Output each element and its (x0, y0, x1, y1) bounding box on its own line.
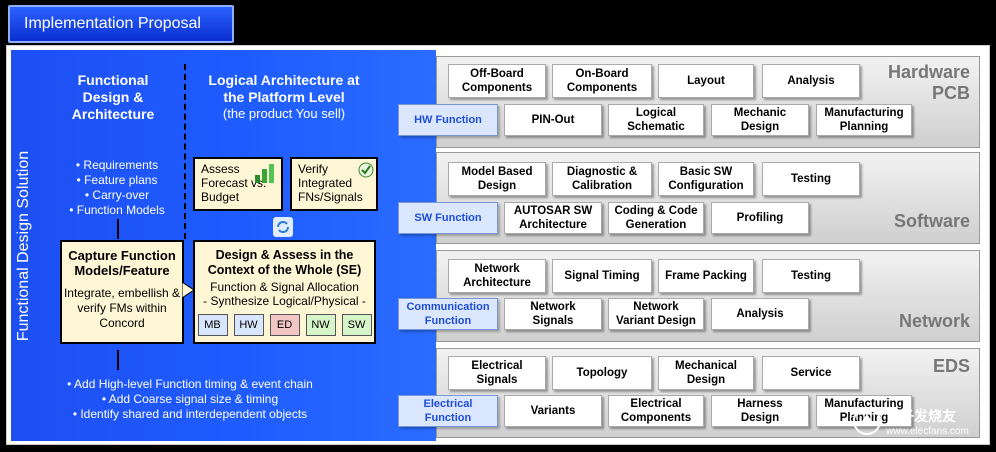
cell-manufacturing-planning: Manufacturing Planning (816, 104, 912, 136)
cell-manufacturing-planning: Manufacturing Planning (816, 395, 912, 427)
cell-basic-sw-configuration: Basic SW Configuration (658, 162, 754, 196)
assess-text: Assess Forecast vs. Budget (201, 162, 267, 204)
bottom-bullets: • Add High-level Function timing & event… (40, 377, 340, 422)
cell-analysis: Analysis (711, 298, 809, 330)
cell-on-board-components: On-Board Components (552, 64, 652, 98)
design-title: Design & Assess in the Context of the Wh… (207, 248, 362, 277)
cell-network-architecture: Network Architecture (448, 259, 546, 293)
bottom-bullet: • Identify shared and interdependent obj… (72, 407, 308, 421)
watermark-brand: 电子发烧友 (886, 408, 956, 424)
cell-diagnostic-calibration: Diagnostic & Calibration (552, 162, 652, 196)
arrow-down (117, 219, 119, 239)
checkmark-icon (358, 162, 374, 178)
cell-mechanic-design: Mechanic Design (711, 104, 809, 136)
capture-title: Capture Function Models/Feature (68, 248, 176, 278)
cell-electrical-components: Electrical Components (608, 395, 704, 427)
watermark-logo-icon (853, 407, 881, 435)
chip-sw: SW (341, 314, 372, 336)
vertical-label: Functional Design Solution (11, 50, 37, 441)
chip-mb: MB (197, 314, 228, 336)
chip-nw: NW (305, 314, 336, 336)
func-electrical-function: Electrical Function (398, 395, 498, 427)
watermark: 电子发烧友 www.elecfans.com (852, 404, 992, 444)
capture-body: Integrate, embellish & verify FMs within… (63, 286, 181, 330)
cell-testing: Testing (762, 259, 860, 293)
band-label-hardware: Hardware PCB (887, 62, 970, 103)
chip-hw: HW (233, 314, 264, 336)
bullet-item: • Feature plans (76, 173, 158, 187)
cell-layout: Layout (658, 64, 754, 98)
cell-network-variant-design: Network Variant Design (608, 298, 704, 330)
bullet-item: • Carry-over (84, 188, 150, 202)
cell-network-signals: Network Signals (504, 298, 602, 330)
assess-box: Assess Forecast vs. Budget (193, 157, 283, 211)
bullet-item: • Requirements (75, 158, 159, 172)
bottom-bullet: • Add High-level Function timing & event… (67, 377, 313, 391)
cell-frame-packing: Frame Packing (658, 259, 754, 293)
bullet-item: • Function Models (69, 203, 165, 217)
cell-analysis: Analysis (762, 64, 860, 98)
cell-model-based-design: Model Based Design (448, 162, 546, 196)
cell-topology: Topology (552, 356, 652, 390)
verify-box: Verify Integrated FNs/Signals (290, 157, 378, 211)
watermark-url: www.elecfans.com (886, 426, 969, 437)
cell-harness-design: Harness Design (711, 395, 809, 427)
func-sw-function: SW Function (398, 202, 498, 234)
cell-electrical-signals: Electrical Signals (448, 356, 546, 390)
cell-pin-out: PIN-Out (504, 104, 602, 136)
vertical-label-text: Functional Design Solution (15, 150, 32, 341)
design-body-1: Function & Signal Allocation (210, 280, 359, 294)
cell-coding-code-generation: Coding & Code Generation (608, 202, 704, 234)
design-body-2: - Synthesize Logical/Physical - (203, 294, 366, 308)
col1-heading: Functional Design & Architecture (71, 72, 155, 122)
func-communication-function: Communication Function (398, 298, 498, 330)
capture-box: Capture Function Models/Feature Integrat… (60, 240, 184, 344)
bottom-bullet: • Add Coarse signal size & timing (101, 392, 279, 406)
arrow-up (117, 350, 119, 370)
chip-row: MB HW ED NW SW (195, 314, 374, 336)
cell-mechanical-design: Mechanical Design (658, 356, 754, 390)
chart-icon (255, 164, 274, 183)
bullet-list: • Requirements • Feature plans • Carry-o… (52, 158, 182, 218)
cell-profiling: Profiling (711, 202, 809, 234)
cell-signal-timing: Signal Timing (552, 259, 652, 293)
page-title: Implementation Proposal (8, 5, 234, 43)
arrow-right-icon (182, 282, 195, 298)
cell-off-board-components: Off-Board Components (448, 64, 546, 98)
design-assess-box: Design & Assess in the Context of the Wh… (193, 240, 376, 344)
cell-testing: Testing (762, 162, 860, 196)
cell-service: Service (762, 356, 860, 390)
band-label-eds: EDS (932, 356, 970, 376)
band-label-network: Network (898, 311, 970, 331)
cell-autosar-sw-architecture: AUTOSAR SW Architecture (504, 202, 602, 234)
func-hw-function: HW Function (398, 104, 498, 136)
divider-dashed (184, 64, 186, 239)
col2-heading: Logical Architecture at the Platform Lev… (208, 72, 360, 105)
band-label-software: Software (893, 211, 970, 231)
col2-subheading: (the product You sell) (222, 106, 346, 121)
sync-icon (273, 217, 293, 237)
chip-ed: ED (269, 314, 300, 336)
cell-logical-schematic: Logical Schematic (608, 104, 704, 136)
verify-text: Verify Integrated FNs/Signals (298, 162, 363, 204)
cell-variants: Variants (504, 395, 602, 427)
